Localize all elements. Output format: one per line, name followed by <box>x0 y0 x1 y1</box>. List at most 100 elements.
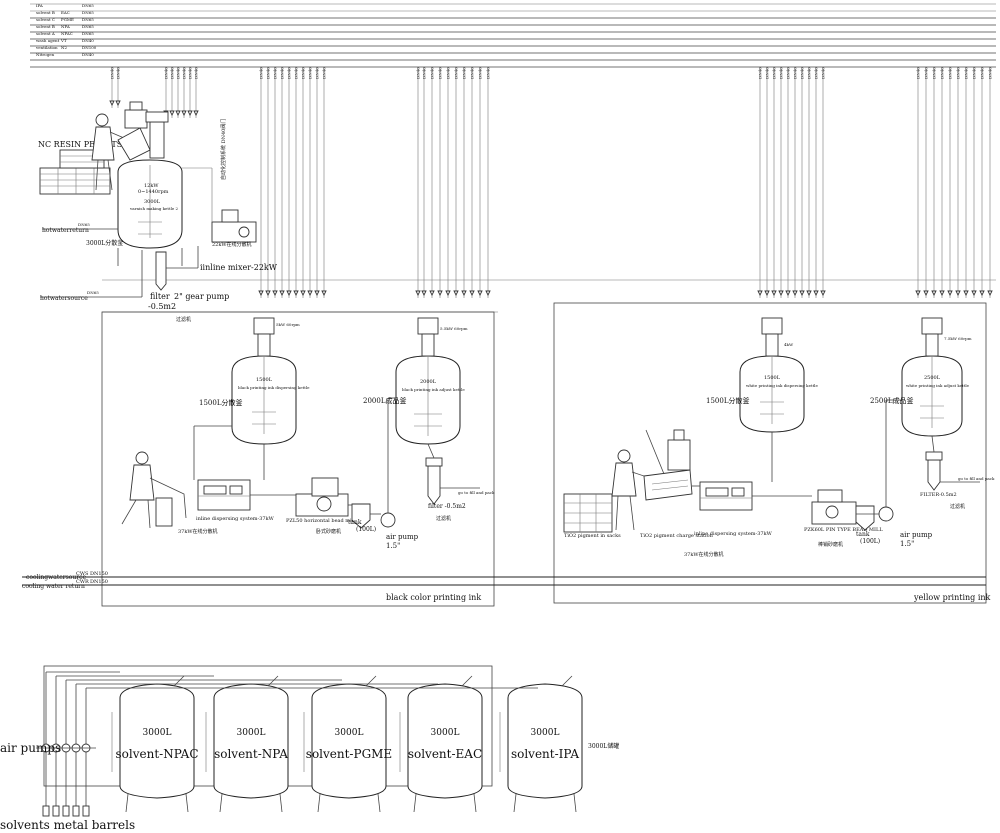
svg-text:DN150: DN150 <box>90 579 108 585</box>
svg-text:1500L: 1500L <box>256 377 273 383</box>
drop-size-label: DN40 <box>948 67 953 79</box>
svg-text:3000L分散釜: 3000L分散釜 <box>86 239 123 247</box>
valve <box>437 290 443 297</box>
svg-text:0~1440rpm: 0~1440rpm <box>138 189 169 195</box>
metal-barrel <box>42 805 50 817</box>
solvent-tank <box>119 683 195 799</box>
svg-text:2000L成品釜: 2000L成品釜 <box>363 396 406 405</box>
valve <box>931 290 937 297</box>
metal-barrel <box>52 805 60 817</box>
header-size: DN100 <box>82 45 97 50</box>
svg-text:CWS: CWS <box>76 571 89 577</box>
valve <box>923 290 929 297</box>
valve <box>169 110 175 117</box>
header-name: solvent A <box>36 31 55 36</box>
varnish-area: NC RESIN PELLETS 12kW 0~1440rpm 3000L va… <box>38 101 278 323</box>
svg-text:2" gear pump: 2" gear pump <box>174 292 229 301</box>
tank-name: solvent-PGME <box>306 747 392 761</box>
drop-size-label: DN40 <box>814 67 819 79</box>
valve <box>293 290 299 297</box>
operator-figure-black <box>121 451 187 529</box>
valve <box>469 290 475 297</box>
resin-pallet <box>39 167 111 195</box>
valve <box>115 100 121 107</box>
valve <box>300 290 306 297</box>
svg-text:1.5": 1.5" <box>386 542 400 550</box>
svg-text:2500L成品釜: 2500L成品釜 <box>870 396 913 405</box>
tank-volume: 3000L <box>431 728 460 738</box>
drop-size-label: DN40 <box>924 67 929 79</box>
drop-size-label: DN40 <box>956 67 961 79</box>
charge-motor <box>124 109 148 129</box>
valve <box>461 290 467 297</box>
svg-text:过滤机: 过滤机 <box>950 503 965 510</box>
header-size: DN65 <box>82 3 94 8</box>
svg-text:iinline mixer-22kW: iinline mixer-22kW <box>200 263 278 272</box>
drop-size-label: DN40 <box>964 67 969 79</box>
tank-name: solvent-NPAC <box>115 747 198 761</box>
valve <box>286 290 292 297</box>
svg-text:(100L): (100L) <box>356 526 376 533</box>
header-size: DN40 <box>82 52 94 57</box>
svg-text:coolingwatersource: coolingwatersource <box>26 574 86 581</box>
svg-text:air pump: air pump <box>386 533 419 541</box>
drop-size-label: DN40 <box>438 67 443 79</box>
svg-text:cooling water return: cooling water return <box>22 583 85 590</box>
svg-text:7.5kW 60rpm: 7.5kW 60rpm <box>944 336 972 341</box>
black-tank-100l <box>351 503 371 529</box>
svg-text:2500L: 2500L <box>924 375 941 381</box>
drop-size-label: DN40 <box>301 67 306 79</box>
valve <box>187 110 193 117</box>
drop-size-label: DN40 <box>430 67 435 79</box>
metal-barrel <box>72 805 80 817</box>
svg-text:white printing ink dispersing: white printing ink dispersing kettle <box>746 383 818 388</box>
valve <box>820 290 826 297</box>
valve <box>915 290 921 297</box>
valve <box>764 290 770 297</box>
yellow-section-frame <box>553 302 987 604</box>
svg-text:yellow printing ink: yellow printing ink <box>913 593 991 602</box>
drop-size-label: DN40 <box>786 67 791 79</box>
svg-text:3000L: 3000L <box>144 199 161 205</box>
black-filter <box>427 465 441 505</box>
drop-size-label: DN40 <box>164 67 169 79</box>
drop-size-label: DN40 <box>182 67 187 79</box>
drop-size-label: DN40 <box>170 67 175 79</box>
valve <box>429 290 435 297</box>
drop-size-label: DN40 <box>259 67 264 79</box>
header-name: Nitrogen <box>36 52 55 57</box>
drop-size-label: DN40 <box>446 67 451 79</box>
valve <box>279 290 285 297</box>
header-tag: NPA <box>61 24 70 29</box>
tank-volume: 3000L <box>335 728 364 738</box>
valve <box>971 290 977 297</box>
svg-text:1500L分散釜: 1500L分散釜 <box>199 398 242 407</box>
drop-size-label: DN40 <box>315 67 320 79</box>
valve <box>307 290 313 297</box>
header-size: DN65 <box>82 31 94 36</box>
valve <box>415 290 421 297</box>
yellow-filter <box>927 459 941 491</box>
drop-size-label: DN40 <box>779 67 784 79</box>
valve <box>757 290 763 297</box>
valve <box>314 290 320 297</box>
svg-text:5kW 60rpm: 5kW 60rpm <box>276 322 300 327</box>
drop-size-label: DN40 <box>194 67 199 79</box>
drop-size-label: DN40 <box>800 67 805 79</box>
solvent-tank <box>407 683 483 799</box>
header-tag: NPAC <box>61 31 73 36</box>
header-name: solvent C <box>36 17 55 22</box>
drop-size-label: DN40 <box>116 67 121 79</box>
svg-text:black printing ink adjust kett: black printing ink adjust kettle <box>402 387 465 392</box>
drop-size-label: DN40 <box>821 67 826 79</box>
svg-text:air pump: air pump <box>900 531 933 539</box>
header-name: solvent B <box>36 10 55 15</box>
yellow-ink-section: 1500L white printing ink dispersing kett… <box>553 302 995 604</box>
svg-text:TiO2 pigment charge station: TiO2 pigment charge station <box>640 533 714 539</box>
drop-size-label: DN40 <box>916 67 921 79</box>
svg-text:37kW在线分散机: 37kW在线分散机 <box>178 528 218 535</box>
valve <box>792 290 798 297</box>
valve <box>987 290 993 297</box>
barrels-label: solvents metal barrels <box>0 818 135 832</box>
drop-size-label: DN40 <box>478 67 483 79</box>
